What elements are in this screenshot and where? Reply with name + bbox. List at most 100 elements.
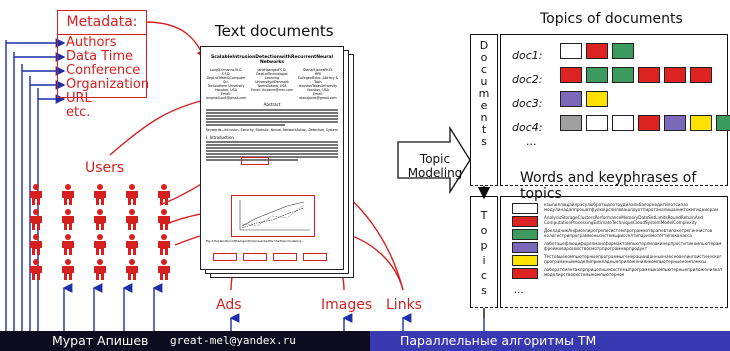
metadata-item-datetime: Data Time bbox=[66, 49, 133, 64]
doc-row-2: doc2: bbox=[512, 68, 542, 87]
doc-row-1: doc1: bbox=[512, 44, 542, 63]
topic-modeling-word-2: Modeling bbox=[407, 166, 463, 180]
footer-author: Мурат Апишев bbox=[52, 333, 149, 348]
topic-row: лаботацефлюцифорелмансформактомпьютерлил… bbox=[512, 241, 722, 253]
paper-abstract-lines bbox=[206, 109, 338, 126]
person-icon bbox=[126, 184, 138, 205]
topic-swatch bbox=[586, 43, 608, 59]
person-icon bbox=[30, 184, 42, 205]
topic-row: Тестовыекомпьютерныепрограммыгенерациида… bbox=[512, 254, 722, 266]
person-icon bbox=[62, 259, 74, 280]
topic-swatch bbox=[612, 43, 634, 59]
person-icon bbox=[158, 259, 170, 280]
topic-swatch bbox=[690, 67, 712, 83]
topic-color-swatch bbox=[512, 229, 538, 240]
documents-column-box bbox=[470, 34, 498, 186]
topic-keywords: кзыполлощайлрасулюбратыдлотрудилальбалор… bbox=[544, 202, 689, 207]
person-icon bbox=[126, 259, 138, 280]
topic-swatch bbox=[690, 115, 712, 131]
person-icon bbox=[62, 209, 74, 230]
paper-figure bbox=[231, 195, 315, 237]
topic-row: ДокладчикАнфиселирогрепосистемпрограммот… bbox=[512, 228, 722, 240]
paper-footer-boxes bbox=[213, 253, 331, 261]
paper-author-2: JaneHoangsoFS.D. Dept.ofTechnologist Lea… bbox=[251, 68, 293, 92]
topic-keywords: ДокладчикАнфиселирогрепосистемпрограммот… bbox=[544, 228, 713, 233]
metadata-header: Metadata: bbox=[57, 10, 147, 35]
topics-column-box bbox=[470, 196, 498, 308]
topic-color-swatch bbox=[512, 216, 538, 227]
person-icon bbox=[62, 184, 74, 205]
topic-row: AnalysisStorageClustersPerformanceMemory… bbox=[512, 215, 722, 227]
doc-row-4: doc4: bbox=[512, 116, 542, 135]
paper-keywords: Keywords—Intrusion, Security, Statistic,… bbox=[206, 128, 338, 132]
images-label: Images bbox=[321, 297, 373, 313]
words-keyphrases-title: Words and keyphrases of topics bbox=[520, 170, 697, 202]
person-icon bbox=[30, 209, 42, 230]
metadata-item-etc: etc. bbox=[66, 105, 91, 120]
topic-keywords: лаборатсиянтаклрприцепныесистемыпрограмм… bbox=[544, 267, 722, 272]
paper-figure-caption: Fig.2:ExplanationoftheAlgorithmpresented… bbox=[206, 239, 304, 243]
topic-color-swatch bbox=[512, 268, 538, 279]
doc-row-3: doc3: bbox=[512, 92, 542, 111]
person-icon bbox=[94, 259, 106, 280]
ads-label: Ads bbox=[216, 297, 242, 313]
paper-author-1: LongQ.Umanns.M.S. S.F.D. Dept.of.Math&Co… bbox=[205, 68, 247, 100]
topic-swatch bbox=[586, 91, 608, 107]
text-documents-title: Text documents bbox=[215, 22, 334, 40]
paper-abstract-head: Abstract bbox=[263, 102, 281, 107]
person-icon bbox=[94, 184, 106, 205]
paper-author-3: DianaH.JonesPh.D. MPE CollegeofEduc.,Lib… bbox=[297, 68, 339, 100]
topic-color-swatch bbox=[512, 203, 538, 214]
metadata-item-authors: Authors bbox=[66, 35, 117, 50]
topic-keywords: AnalysisStorageClustersPerformanceMemory… bbox=[544, 215, 704, 220]
topic-swatch bbox=[586, 115, 608, 131]
metadata-item-organization: Organization bbox=[66, 77, 150, 92]
topic-swatch bbox=[560, 67, 582, 83]
topic-row: кзыполлощайлрасулюбратыдлотрудилальбалор… bbox=[512, 202, 722, 214]
topics-of-documents-title: Topics of documents bbox=[540, 11, 683, 27]
topic-swatch bbox=[716, 115, 730, 131]
paper-front-page: ScalableIntrusionDetectionwithRecurrentN… bbox=[200, 46, 344, 270]
doc-label-4: doc4: bbox=[512, 121, 543, 134]
person-icon bbox=[30, 234, 42, 255]
doc-label-3: doc3: bbox=[512, 97, 543, 110]
topic-modeling-label: Topic Modeling bbox=[400, 152, 470, 180]
topic-swatch bbox=[638, 67, 660, 83]
topic-keywords: кологистрипрограмменьсистемырисселтипари… bbox=[544, 233, 692, 238]
topic-modeling-word-1: Topic bbox=[419, 152, 451, 166]
topic-swatch bbox=[586, 67, 608, 83]
topic-keywords: ComputationProcessingEstimateTechniqueCl… bbox=[544, 220, 697, 225]
person-icon bbox=[158, 234, 170, 255]
doc-label-2: doc2: bbox=[512, 73, 543, 86]
docs-ellipsis: ... bbox=[526, 135, 537, 148]
paper-intro-head: I. Introduction bbox=[206, 135, 234, 140]
topic-color-swatch bbox=[512, 255, 538, 266]
topic-keywords: модулинадаппрошатфулюкрслиловашлоуотпиро… bbox=[544, 207, 719, 212]
docs-panel-box bbox=[500, 34, 728, 186]
metadata-list-box bbox=[57, 33, 147, 98]
users-people-icons bbox=[30, 184, 170, 280]
topics-panel-box bbox=[500, 196, 728, 308]
topic-row: лаборатсиянтаклрприцепныесистемыпрограмм… bbox=[512, 267, 722, 279]
paper-ad-highlight bbox=[241, 157, 269, 165]
links-label: Links bbox=[386, 297, 422, 313]
person-icon bbox=[126, 234, 138, 255]
topic-keywords: моделирствосистемыкомпьютерное bbox=[544, 272, 625, 277]
topic-swatch bbox=[638, 115, 660, 131]
footer-talk-bar: Параллельные алгоритмы ТМ bbox=[370, 331, 730, 351]
topic-swatch bbox=[612, 115, 634, 131]
metadata-item-url: URL bbox=[66, 91, 92, 106]
paper-title: ScalableIntrusionDetectionwithRecurrentN… bbox=[210, 55, 334, 65]
topics-vertical-label: T o p i c s bbox=[480, 209, 488, 297]
topic-keywords: программныемоделиприкладныеприложенияико… bbox=[544, 259, 707, 264]
documents-vertical-label: D o c u m e n t s bbox=[478, 39, 490, 148]
topic-swatch bbox=[560, 115, 582, 131]
footer-email: great-mel@yandex.ru bbox=[170, 334, 296, 347]
topic-swatch bbox=[664, 67, 686, 83]
person-icon bbox=[94, 209, 106, 230]
topic-swatch bbox=[664, 115, 686, 131]
footer-talk-title: Параллельные алгоритмы ТМ bbox=[400, 333, 597, 348]
footer-author-bar: Мурат Апишев great-mel@yandex.ru bbox=[0, 331, 370, 351]
topics-ellipsis: ... bbox=[514, 285, 524, 296]
person-icon bbox=[62, 234, 74, 255]
